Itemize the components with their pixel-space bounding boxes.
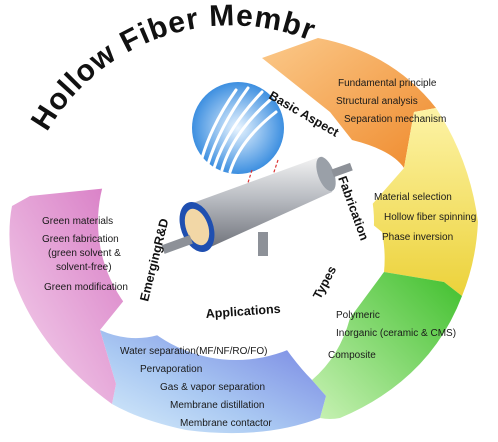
list-item: Structural analysis <box>336 96 418 107</box>
types-list: Polymeric Inorganic (ceramic & CMS) Comp… <box>328 310 456 361</box>
label-applications: Applications <box>205 302 281 321</box>
segment-fabrication-bg <box>362 108 478 296</box>
list-item: Polymeric <box>336 310 380 321</box>
applications-list: Water separation(MF/NF/RO/FO) Pervaporat… <box>120 346 272 429</box>
list-item: Green modification <box>44 282 128 293</box>
fiber-bundle-inset <box>192 82 284 174</box>
list-item: solvent-free) <box>56 262 112 273</box>
basic-aspect-list: Fundamental principle Structural analysi… <box>336 78 446 125</box>
segment-types-bg <box>312 272 462 419</box>
list-item: Inorganic (ceramic & CMS) <box>336 328 456 339</box>
list-item: Water separation(MF/NF/RO/FO) <box>120 346 267 357</box>
list-item: Hollow fiber spinning <box>384 212 476 223</box>
membrane-module-illustration <box>161 82 353 256</box>
list-item: (green solvent & <box>48 248 121 259</box>
segment-basic-aspect-bg <box>262 38 436 168</box>
fabrication-list: Material selection Hollow fiber spinning… <box>374 192 476 243</box>
module-outlet <box>331 162 353 178</box>
list-item: Material selection <box>374 192 452 203</box>
list-item: Membrane distillation <box>170 400 265 411</box>
fiber-strands <box>200 86 278 174</box>
list-item: Gas & vapor separation <box>160 382 265 393</box>
module-cylinder <box>190 156 335 250</box>
list-item: Membrane contactor <box>180 418 272 429</box>
list-item: Separation mechanism <box>344 114 446 125</box>
list-item: Green fabrication <box>42 234 119 245</box>
list-item: Phase inversion <box>382 232 453 243</box>
list-item: Composite <box>328 350 376 361</box>
module-port <box>258 232 268 256</box>
list-item: Green materials <box>42 216 113 227</box>
module-inlet <box>161 235 193 254</box>
emerging-list: Green materials Green fabrication (green… <box>42 216 128 293</box>
list-item: Pervaporation <box>140 364 202 375</box>
list-item: Fundamental principle <box>338 78 437 89</box>
